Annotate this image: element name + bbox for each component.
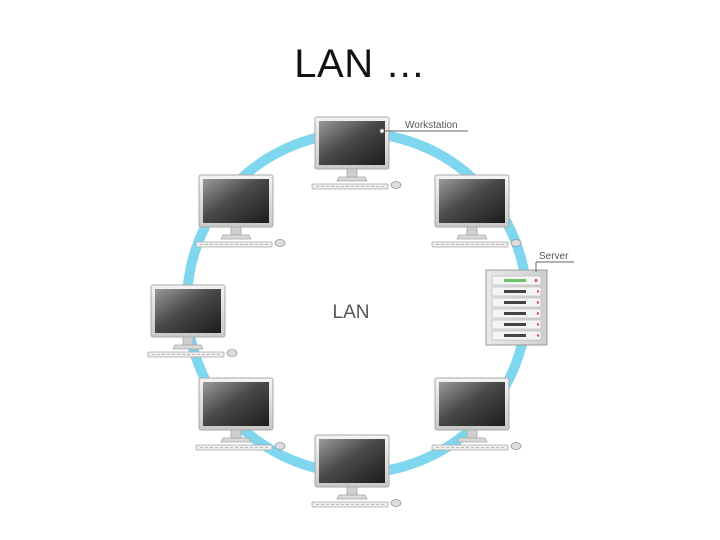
workstation-label: Workstation [405, 120, 458, 131]
server-drive-bays [491, 286, 542, 341]
workstation-callout: Workstation [379, 120, 468, 134]
workstation-upper-right [431, 174, 522, 248]
workstation-lower-right [431, 377, 522, 451]
server-status-bar [491, 275, 542, 286]
server [485, 269, 548, 346]
workstation-left [147, 284, 238, 358]
workstation-top [311, 116, 402, 190]
slide-title: LAN … [294, 42, 426, 86]
workstation-lower-left [195, 377, 286, 451]
server-label: Server [539, 251, 569, 262]
workstation-upper-left [195, 174, 286, 248]
workstation-bottom [311, 434, 402, 508]
lan-center-label: LAN [333, 302, 370, 323]
server-callout: Server [535, 251, 574, 272]
